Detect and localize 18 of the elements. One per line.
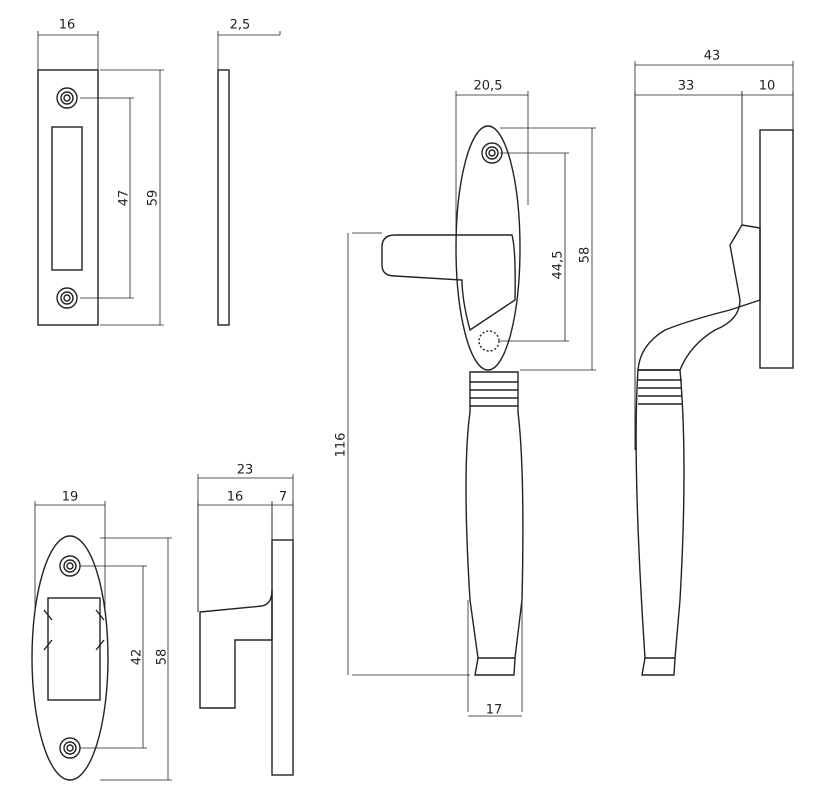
dimension-label: 20,5 [474, 78, 502, 94]
dimension-label: 23 [236, 462, 254, 478]
dimension-label: 17 [486, 702, 502, 718]
dimension-label: 58 [578, 246, 593, 264]
dimension-label: 59 [146, 190, 161, 206]
dimension-label: 19 [62, 490, 78, 505]
dimension-label: 44,5 [550, 250, 566, 280]
dimension-label: 10 [758, 78, 776, 94]
dimension-label: 47 [116, 190, 132, 206]
dimension-label: 58 [154, 648, 170, 666]
dimension-label: 2,5 [230, 18, 250, 33]
dimension-label: 43 [704, 48, 720, 64]
dimension-label: 16 [226, 490, 244, 505]
dimension-label: 116 [334, 432, 349, 458]
dimension-label: 16 [58, 18, 76, 33]
dimension-label: 42 [130, 648, 145, 666]
dimension-label: 7 [278, 490, 288, 505]
dimension-label: 33 [678, 78, 694, 94]
